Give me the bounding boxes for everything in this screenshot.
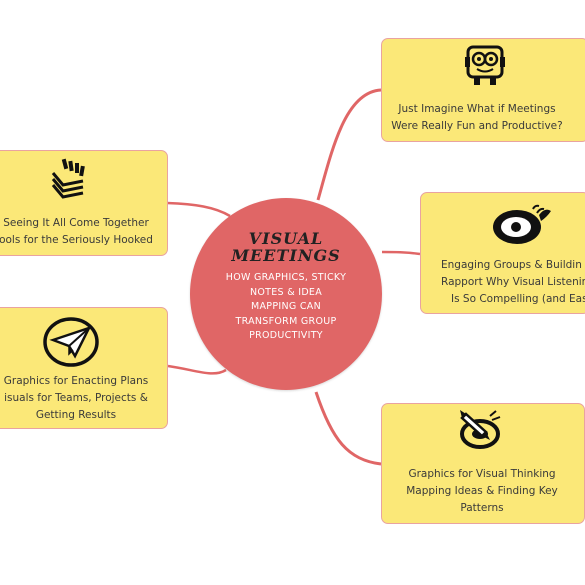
topic-node-bottom-left[interactable]: Graphics for Enacting Plans isuals for T…: [0, 307, 168, 429]
node-line-3: Patterns: [460, 502, 504, 514]
node-line-2: ools for the Seriously Hooked: [0, 234, 153, 246]
central-subtitle-line-2: Notes & Idea: [249, 286, 323, 298]
stacked-papers-icon: [51, 158, 85, 199]
node-line-3: Is So Compelling (and Easy: [451, 293, 585, 305]
central-subtitle-line-1: How Graphics, Sticky: [225, 272, 347, 283]
central-subtitle: How Graphics, Sticky Notes & Idea Mappin…: [208, 271, 364, 344]
node-line-1: Seeing It All Come Together: [3, 217, 149, 229]
central-topic[interactable]: Visual Meetings How Graphics, Sticky Not…: [190, 198, 382, 390]
central-subtitle-line-4: Transform Group: [235, 315, 337, 327]
central-title: Visual Meetings: [190, 230, 382, 264]
topic-node-mid-right[interactable]: Engaging Groups & Buildin Rapport Why Vi…: [420, 192, 585, 314]
node-line-2: Rapport Why Visual Listenin: [441, 276, 585, 288]
node-line-2: Were Really Fun and Productive?: [391, 120, 563, 132]
central-title-line-2: Meetings: [231, 246, 341, 265]
connector-bottom-left: [167, 364, 227, 375]
central-title-line-1: Visual: [248, 229, 324, 248]
node-line-1: Just Imagine What if Meetings: [398, 103, 556, 115]
node-line-2: Mapping Ideas & Finding Key: [406, 485, 558, 497]
fried-egg-pan-icon: [493, 204, 551, 244]
connector-top-right: [316, 88, 382, 201]
central-subtitle-line-3: Mapping Can: [251, 301, 321, 312]
node-line-1: Graphics for Enacting Plans: [3, 375, 149, 387]
node-line-1: Graphics for Visual Thinking: [408, 468, 556, 480]
topic-node-top-right[interactable]: Just Imagine What if Meetings Were Reall…: [381, 38, 585, 142]
paper-plane-icon: [43, 317, 99, 367]
topic-node-bottom-right[interactable]: Graphics for Visual Thinking Mapping Ide…: [381, 403, 585, 524]
node-line-3: Getting Results: [35, 409, 117, 421]
topic-node-top-left[interactable]: Seeing It All Come Together ools for the…: [0, 150, 168, 256]
connector-bottom-right: [314, 391, 382, 466]
node-line-2: isuals for Teams, Projects &: [4, 392, 148, 404]
robot-face-icon: [465, 45, 505, 85]
pencil-target-icon: [460, 410, 501, 449]
connector-top-left: [166, 201, 231, 218]
node-line-1: Engaging Groups & Buildin: [441, 259, 582, 271]
central-subtitle-line-5: Productivity: [249, 330, 323, 341]
connector-mid-right: [381, 250, 421, 256]
